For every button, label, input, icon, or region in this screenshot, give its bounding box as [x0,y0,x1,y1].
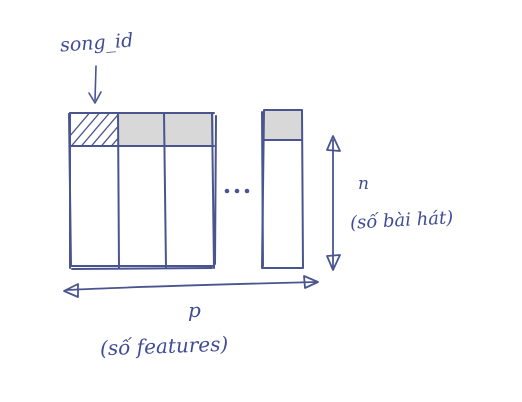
ellipsis-icon [224,188,250,194]
song-id-arrow-icon [88,65,102,104]
rows-double-arrow-icon [326,135,341,271]
rows-symbol: n [358,174,369,194]
features-description: (số features) [99,331,229,361]
features-double-arrow-icon [63,275,319,298]
columns-block [68,112,217,270]
header-cell-shaded [118,113,214,146]
song-id-label: song_id [59,29,134,57]
header-row [118,110,302,146]
song-id-cell [70,113,118,146]
features-symbol: p [188,298,201,322]
last-column [261,109,304,269]
header-cell-shaded-last [264,110,302,140]
